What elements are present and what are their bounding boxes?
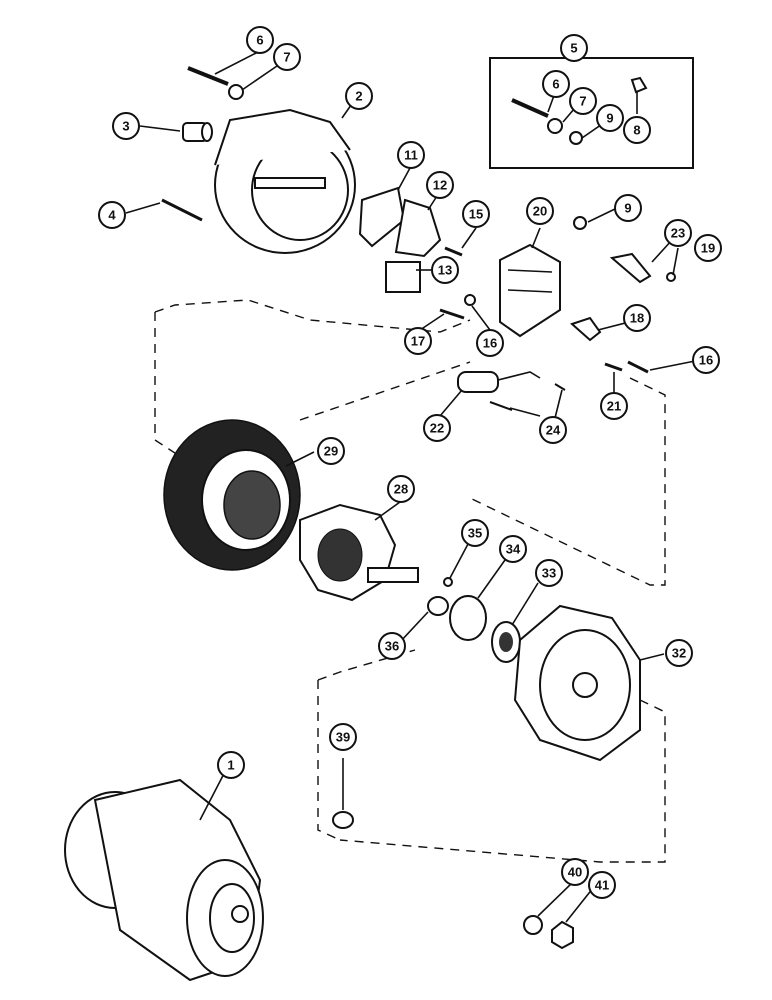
pulley-nut-part	[551, 920, 574, 950]
end-housing-part	[214, 108, 356, 254]
callout-5: 5	[560, 34, 588, 62]
callout-34: 34	[499, 535, 527, 563]
svg-text:18: 18	[630, 311, 644, 326]
callout-3: 3	[112, 112, 140, 140]
svg-text:11: 11	[404, 148, 418, 163]
svg-text:3: 3	[122, 119, 129, 134]
callout-13: 13	[431, 256, 459, 284]
callout-24: 24	[539, 416, 567, 444]
svg-text:2: 2	[355, 89, 362, 104]
callout-20: 20	[526, 197, 554, 225]
svg-text:32: 32	[672, 646, 686, 661]
callout-7b: 7	[569, 87, 597, 115]
svg-text:39: 39	[336, 730, 350, 745]
bushing-part	[182, 122, 213, 142]
svg-text:41: 41	[595, 878, 609, 893]
callout-40: 40	[561, 858, 589, 886]
callout-28: 28	[387, 475, 415, 503]
callout-11: 11	[397, 141, 425, 169]
callout-17: 17	[404, 327, 432, 355]
svg-text:5: 5	[570, 41, 577, 56]
callout-39: 39	[329, 723, 357, 751]
svg-text:28: 28	[394, 482, 408, 497]
drive-end-housing-part	[513, 604, 641, 762]
callout-6b: 6	[542, 70, 570, 98]
callout-35: 35	[461, 519, 489, 547]
svg-text:22: 22	[430, 421, 444, 436]
svg-text:4: 4	[108, 208, 116, 223]
callout-29: 29	[317, 437, 345, 465]
kit-parts	[511, 76, 648, 145]
callout-15: 15	[462, 200, 490, 228]
callout-32: 32	[665, 639, 693, 667]
callout-1: 1	[217, 751, 245, 779]
svg-text:6: 6	[256, 33, 263, 48]
svg-text:34: 34	[506, 542, 521, 557]
callout-12: 12	[426, 171, 454, 199]
svg-text:29: 29	[324, 444, 338, 459]
svg-text:13: 13	[438, 263, 452, 278]
svg-text:35: 35	[468, 526, 482, 541]
callout-41: 41	[588, 871, 616, 899]
bearing-set-part	[427, 577, 521, 663]
callout-33: 33	[535, 559, 563, 587]
screws-part	[439, 246, 649, 374]
svg-text:40: 40	[568, 865, 582, 880]
assembly-boundary-upper	[154, 299, 666, 586]
capacitor-part	[457, 371, 566, 411]
svg-text:15: 15	[469, 207, 483, 222]
svg-text:12: 12	[433, 178, 447, 193]
rotor-part	[299, 503, 419, 602]
svg-text:7: 7	[283, 50, 290, 65]
alternator-assembly-part	[64, 778, 264, 982]
kit-box	[489, 57, 694, 169]
svg-text:21: 21	[607, 399, 621, 414]
svg-text:8: 8	[633, 123, 640, 138]
svg-text:16: 16	[699, 353, 713, 368]
callout-16a: 16	[476, 329, 504, 357]
svg-text:6: 6	[552, 77, 559, 92]
svg-text:1: 1	[227, 758, 234, 773]
callout-16b: 16	[692, 346, 720, 374]
lock-washer-part	[523, 915, 543, 935]
callout-36: 36	[378, 632, 406, 660]
svg-text:16: 16	[483, 336, 497, 351]
callout-6a: 6	[246, 26, 274, 54]
callout-2: 2	[345, 82, 373, 110]
callout-22: 22	[423, 414, 451, 442]
callout-4: 4	[98, 201, 126, 229]
svg-text:24: 24	[546, 423, 561, 438]
rectifier-part	[499, 243, 561, 338]
small-hardware-part	[570, 216, 676, 342]
through-bolt-part	[161, 198, 203, 222]
svg-text:19: 19	[701, 241, 715, 256]
assembly-boundary-lower	[317, 649, 666, 863]
callout-9b: 9	[614, 194, 642, 222]
callout-19: 19	[694, 234, 722, 262]
callout-7a: 7	[273, 43, 301, 71]
callout-9a: 9	[596, 104, 624, 132]
brush-holder-part	[358, 186, 442, 293]
callout-23: 23	[664, 219, 692, 247]
svg-text:36: 36	[385, 639, 399, 654]
svg-text:17: 17	[411, 334, 425, 349]
svg-text:20: 20	[533, 204, 547, 219]
callout-18: 18	[623, 304, 651, 332]
svg-text:9: 9	[606, 111, 613, 126]
svg-text:23: 23	[671, 226, 685, 241]
svg-text:9: 9	[624, 201, 631, 216]
svg-text:7: 7	[579, 94, 586, 109]
stud-and-nut-part	[187, 66, 244, 100]
callout-8: 8	[623, 116, 651, 144]
stator-part	[163, 419, 301, 571]
callout-21: 21	[600, 392, 628, 420]
svg-text:33: 33	[542, 566, 556, 581]
washer-part	[332, 811, 354, 829]
